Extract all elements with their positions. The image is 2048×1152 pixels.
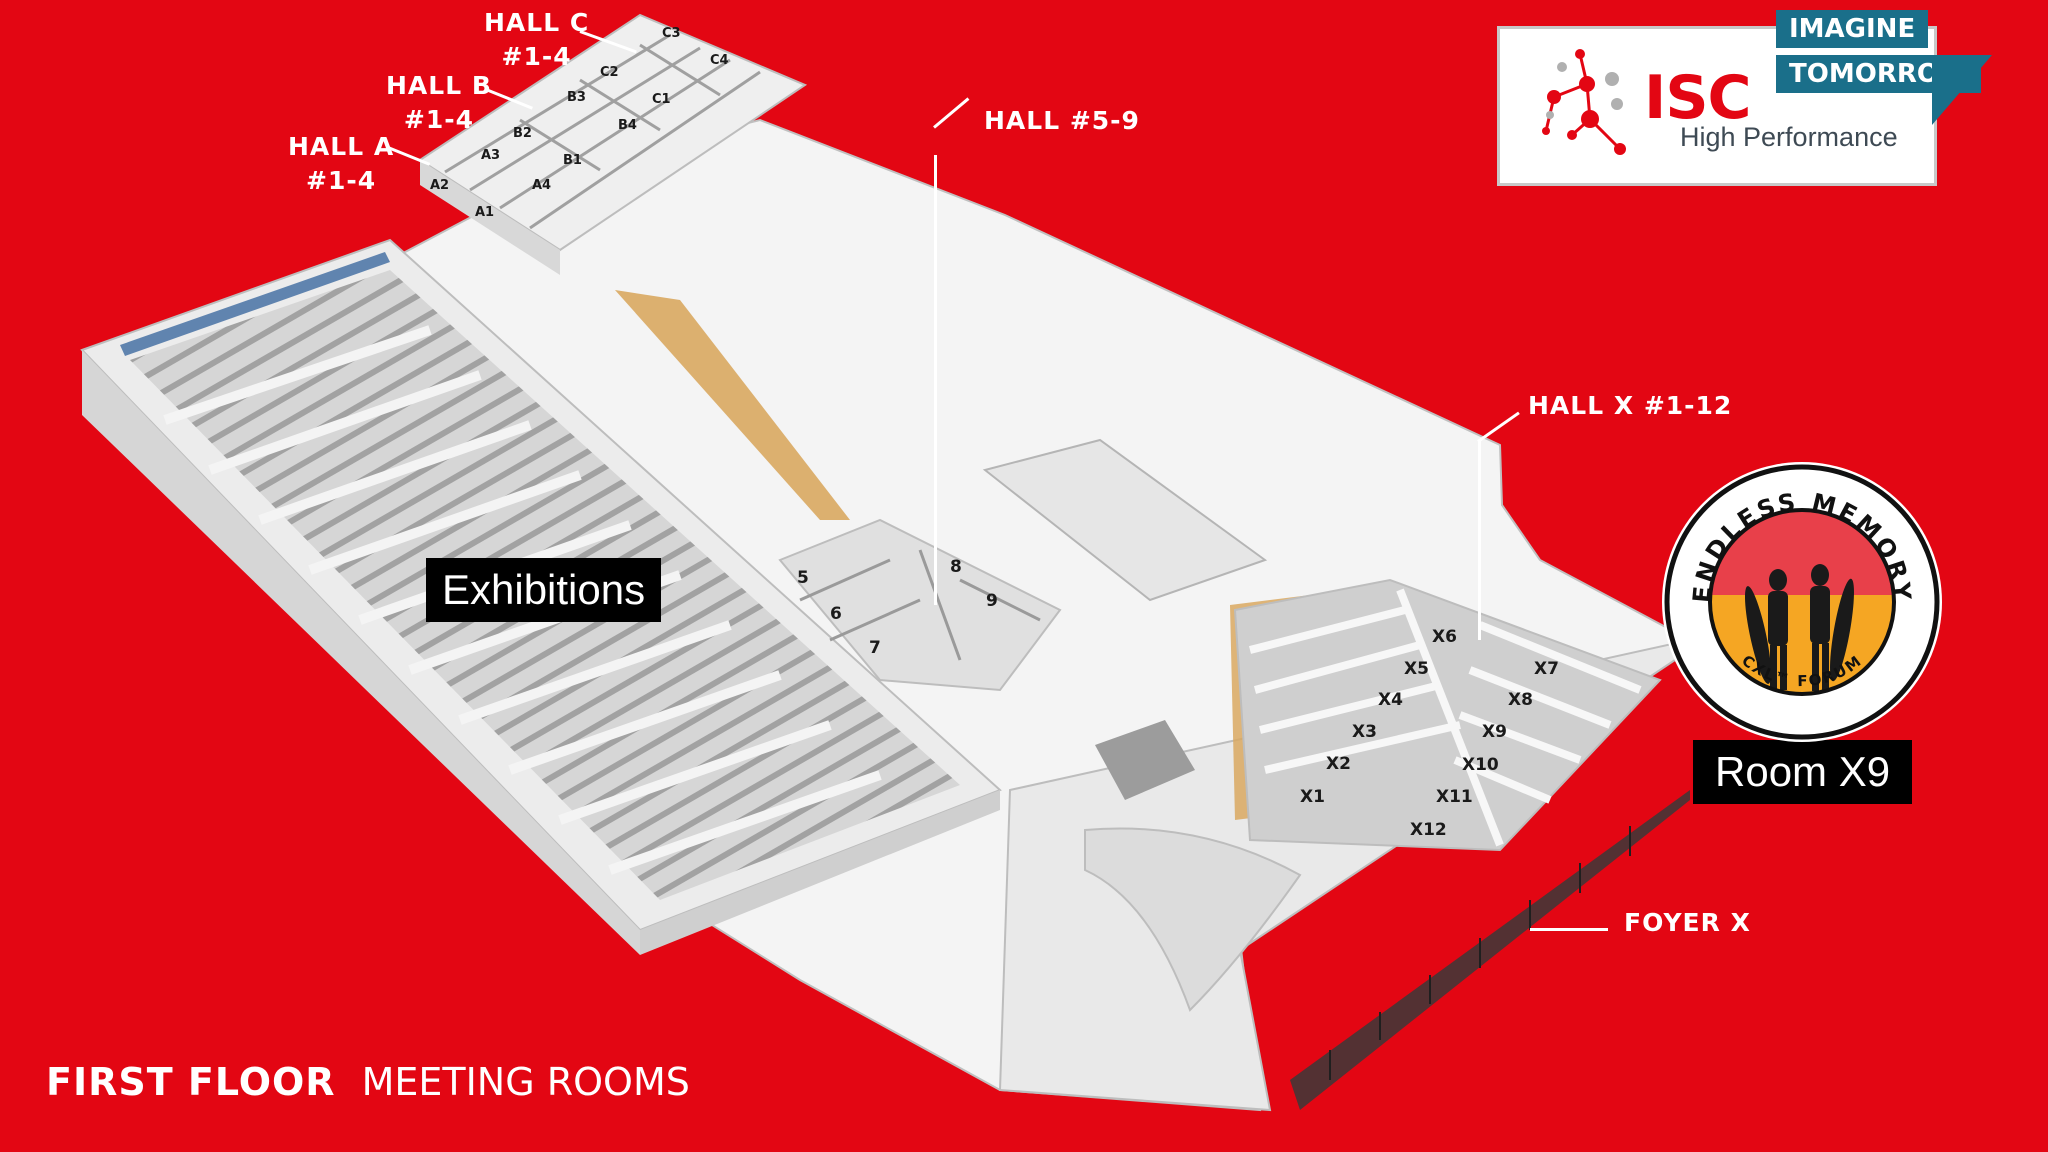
glass-facade xyxy=(1290,790,1690,1110)
room-label-x1: X1 xyxy=(1300,787,1325,807)
callout-room-x9: Room X9 xyxy=(1693,740,1913,804)
exhibition-hall-front-face xyxy=(82,350,640,955)
label-hall-b-name: HALL B xyxy=(386,71,492,100)
isc-logo-subtitle: High Performance xyxy=(1680,122,1898,152)
hall-5-9-area xyxy=(778,518,1062,692)
room-label-x6: X6 xyxy=(1432,627,1457,647)
room-label-x3: X3 xyxy=(1352,722,1377,742)
label-hall-c-name: HALL C xyxy=(484,8,590,37)
room-label-5: 5 xyxy=(797,568,809,588)
isc-logo-name: ISC xyxy=(1644,63,1752,133)
room-label-x4: X4 xyxy=(1378,690,1403,710)
room-label-b4: B4 xyxy=(618,118,637,133)
room-label-c4: C4 xyxy=(710,53,729,68)
room-label-b1: B1 xyxy=(563,153,582,168)
room-label-8: 8 xyxy=(950,557,962,577)
label-hall-5-9: HALL #5-9 xyxy=(984,106,1140,135)
room-label-9: 9 xyxy=(986,591,998,611)
tag-corner-accent xyxy=(1932,55,1992,125)
label-hall-c-range: #1-4 xyxy=(501,42,572,71)
glass-roof-strip xyxy=(120,252,390,356)
room-label-a1: A1 xyxy=(475,205,494,220)
label-hall-c: HALL C #1-4 xyxy=(484,6,589,74)
foyer-curve xyxy=(1084,827,1302,1012)
room-label-6: 6 xyxy=(830,604,842,624)
room-label-a3: A3 xyxy=(481,148,500,163)
room-label-x2: X2 xyxy=(1326,754,1351,774)
room-label-b3: B3 xyxy=(567,90,586,105)
cxl-forum-badge: ENDLESS MEMORY CXL™ FORUM xyxy=(1662,462,1942,742)
room-label-c3: C3 xyxy=(662,26,681,41)
label-hall-b: HALL B #1-4 xyxy=(386,69,492,137)
footer-title-rooms: MEETING ROOMS xyxy=(361,1060,690,1104)
label-hall-a: HALL A #1-4 xyxy=(288,130,394,198)
room-label-x10: X10 xyxy=(1462,755,1499,775)
callout-exhibitions: Exhibitions xyxy=(426,558,662,622)
tag-imagine: IMAGINE xyxy=(1776,10,1929,48)
leader-foyer-x xyxy=(1530,928,1608,931)
footer-title: FIRST FLOOR MEETING ROOMS xyxy=(46,1060,690,1104)
room-label-a4: A4 xyxy=(532,178,551,193)
leader-hall-x xyxy=(1478,440,1481,640)
room-label-x5: X5 xyxy=(1404,659,1429,679)
label-hall-x: HALL X #1-12 xyxy=(1528,391,1733,420)
wood-panel-upper xyxy=(615,290,850,520)
label-hall-b-range: #1-4 xyxy=(403,105,474,134)
footer-title-floor: FIRST FLOOR xyxy=(46,1060,336,1104)
isc-logo: ISC High Performance xyxy=(1497,26,1937,186)
room-label-b2: B2 xyxy=(513,126,532,141)
halls-abc-room-walls xyxy=(444,33,761,230)
room-label-c2: C2 xyxy=(600,65,619,80)
surfers-silhouette xyxy=(1744,564,1854,691)
room-label-x12: X12 xyxy=(1410,820,1447,840)
room-label-a2: A2 xyxy=(430,178,449,193)
room-label-c1: C1 xyxy=(652,92,671,107)
atrium xyxy=(982,438,1268,602)
room-label-7: 7 xyxy=(869,638,881,658)
hall-x-room-walls xyxy=(1249,588,1642,847)
hall-5-9-room-walls xyxy=(799,549,1041,661)
label-hall-a-name: HALL A xyxy=(288,132,395,161)
room-label-x8: X8 xyxy=(1508,690,1533,710)
room-label-x11: X11 xyxy=(1436,787,1473,807)
halls-abc-wing-face xyxy=(420,160,560,275)
leader-hall-5-9 xyxy=(934,155,937,605)
isc-molecule-icon xyxy=(1542,49,1626,155)
label-hall-a-range: #1-4 xyxy=(306,166,377,195)
label-foyer-x: FOYER X xyxy=(1624,908,1751,937)
glass-facade-mullions xyxy=(1329,826,1631,1080)
room-label-x7: X7 xyxy=(1534,659,1559,679)
exhibition-hall-side-face xyxy=(640,790,1000,955)
atrium-stairs xyxy=(1095,720,1195,800)
room-label-x9: X9 xyxy=(1482,722,1507,742)
